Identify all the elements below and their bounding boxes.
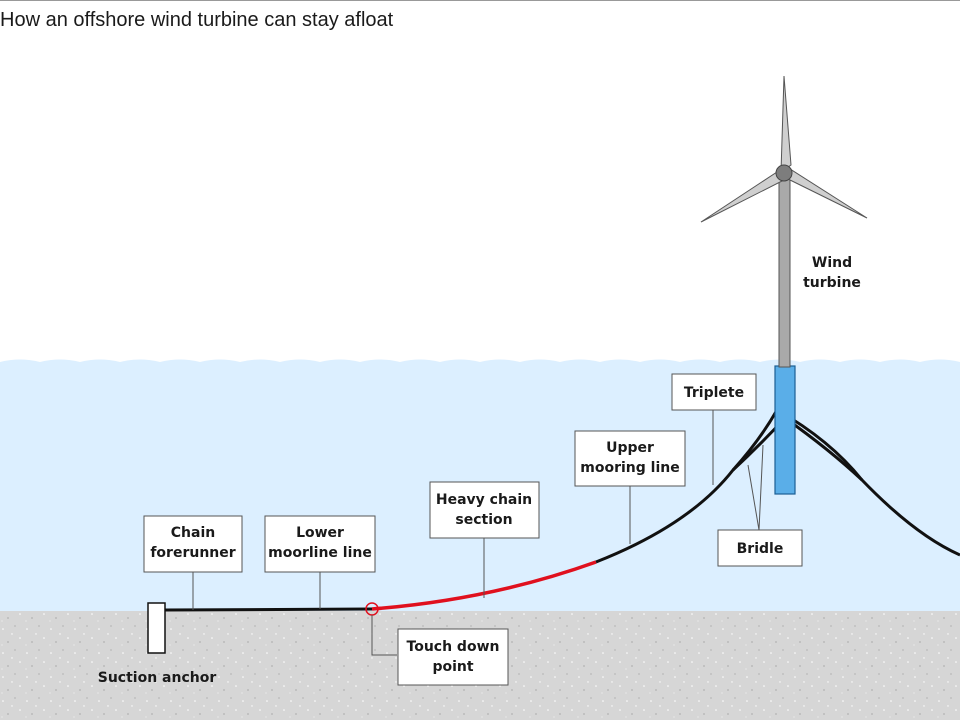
turbine-hub (775, 164, 793, 182)
label-bridle: Bridle (717, 529, 803, 567)
leader-lines (192, 410, 764, 656)
turbine-tower (778, 174, 791, 368)
label-touch-down-point: Touch down point (397, 628, 509, 686)
upper-mooring-line (595, 409, 779, 564)
label-line: forerunner (150, 545, 235, 561)
svg-text:Triplete: Triplete (684, 385, 744, 401)
label-line: Chain (171, 525, 215, 541)
right-mooring-line (776, 408, 960, 557)
leader-touch-down (371, 615, 397, 656)
label-line: turbine (803, 275, 861, 291)
label-triplete: Triplete (671, 373, 757, 411)
chart-title: How an offshore wind turbine can stay af… (0, 9, 394, 31)
svg-text:Suction anchor: Suction anchor (98, 670, 217, 686)
label-line: mooring line (580, 460, 679, 476)
turbine-float (774, 365, 796, 495)
label-line: Bridle (737, 541, 784, 557)
leader-bridle (747, 444, 764, 531)
label-line: Suction anchor (98, 670, 217, 686)
heavy-chain-section (371, 560, 597, 611)
label-line: section (455, 512, 512, 528)
label-line: Wind (812, 255, 852, 271)
suction-anchor (147, 602, 166, 654)
label-upper-mooring-line: Upper mooring line (574, 430, 686, 487)
label-line: Triplete (684, 385, 744, 401)
label-wind-turbine: Wind turbine (803, 255, 861, 291)
label-lower-moorline-line: Lower moorline line (264, 515, 376, 573)
svg-text:Bridle: Bridle (737, 541, 784, 557)
label-line: Heavy chain (436, 492, 532, 508)
label-line: point (432, 659, 473, 675)
label-line: Upper (606, 440, 654, 456)
label-line: Touch down (407, 639, 500, 655)
label-line: Lower (296, 525, 344, 541)
label-chain-forerunner: Chain forerunner (143, 515, 243, 573)
lower-mooring-line (164, 607, 373, 612)
label-heavy-chain-section: Heavy chain section (429, 481, 540, 539)
label-line: moorline line (268, 545, 372, 561)
label-suction-anchor: Suction anchor (98, 670, 217, 686)
